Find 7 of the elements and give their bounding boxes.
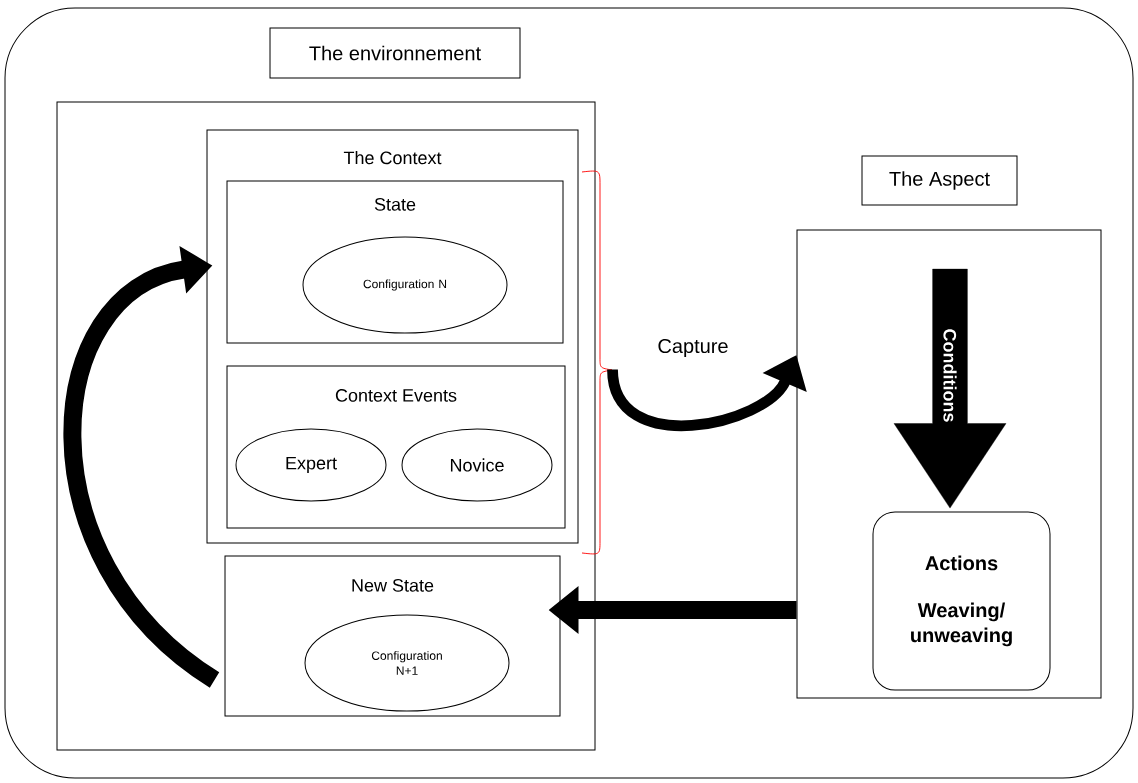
label-box: The Aspect: [861, 155, 1018, 206]
action-box: Actions Weaving/ unweaving: [872, 511, 1051, 691]
container-box: [56, 101, 596, 751]
label-box: The environnement: [269, 27, 521, 79]
curved-arrow: [63, 245, 220, 688]
edge-label: Capture: [656, 337, 730, 359]
container-box: [796, 229, 1102, 699]
